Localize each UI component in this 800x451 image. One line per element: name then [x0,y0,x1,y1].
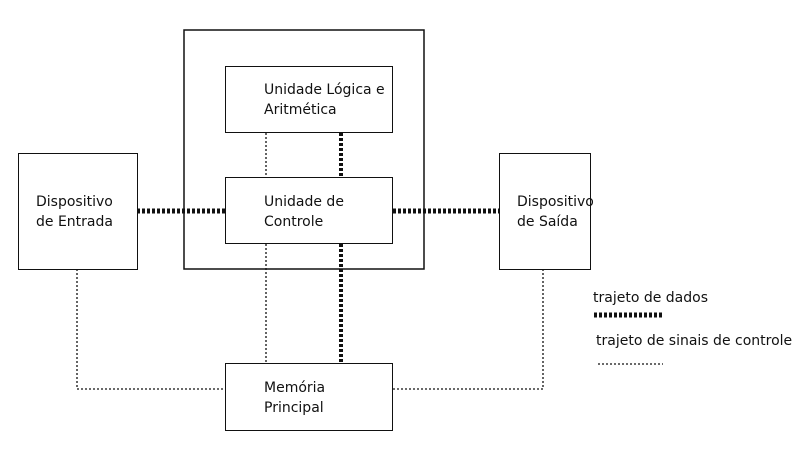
alu-label: Unidade Lógica e Aritmética [264,82,385,118]
output-device-label: Dispositivo de Saída [517,194,594,230]
legend-control-path-label: trajeto de sinais de controle [596,333,793,349]
control-unit-box [225,177,393,244]
input-device-box [18,153,138,270]
alu-box [225,66,393,133]
cpu-container [183,29,425,270]
main-memory-label: Memória Principal [264,380,326,416]
control-path-memory-output [393,269,544,390]
output-device-box [499,153,591,270]
control-unit-label: Unidade de Controle [264,194,344,230]
control-path-input-memory [76,269,226,390]
legend-data-path-label: trajeto de dados [593,290,708,306]
input-device-label: Dispositivo de Entrada [36,194,113,230]
main-memory-box [225,363,393,431]
